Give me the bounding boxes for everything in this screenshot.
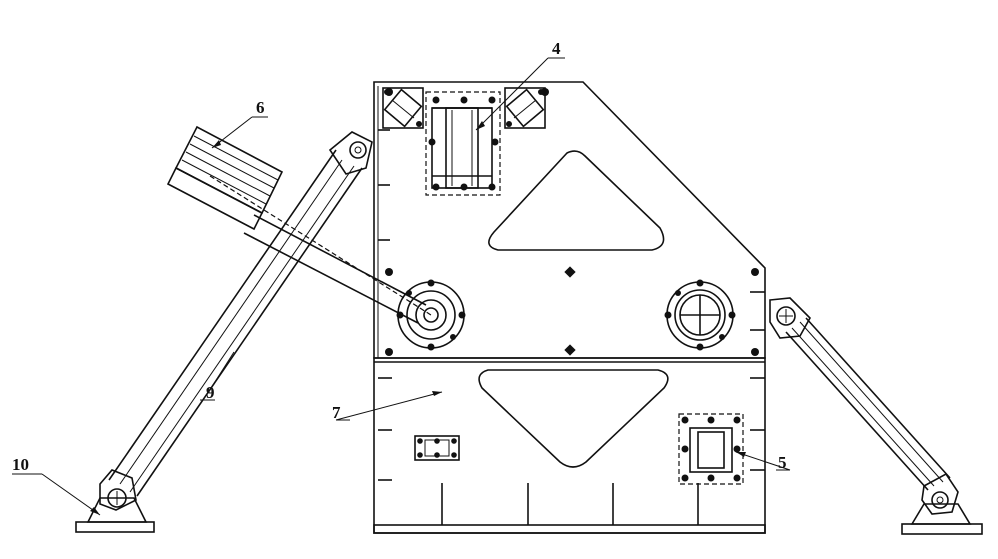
label-10: 10 — [12, 455, 29, 474]
hydraulic-cylinder — [166, 125, 432, 324]
left-support-strut — [75, 131, 373, 533]
bottom-right-mount-block — [678, 413, 744, 485]
label-6: 6 — [256, 98, 265, 117]
right-support-strut — [769, 297, 983, 535]
frame-bolts — [385, 88, 759, 356]
right-pivot-hub — [664, 279, 736, 351]
main-frame — [373, 81, 766, 534]
label-7: 7 — [332, 403, 341, 422]
top-mount-block — [425, 91, 501, 196]
small-bolted-plate — [414, 435, 460, 461]
left-pivot-hub — [396, 279, 466, 351]
label-5: 5 — [778, 453, 787, 472]
right-corner-clamp — [504, 87, 546, 129]
leader-lines — [12, 57, 791, 516]
left-corner-clamp — [382, 87, 424, 129]
label-9: 9 — [206, 383, 215, 402]
lower-triangular-window — [478, 369, 669, 468]
upper-triangular-window — [488, 150, 665, 251]
label-4: 4 — [552, 39, 561, 58]
